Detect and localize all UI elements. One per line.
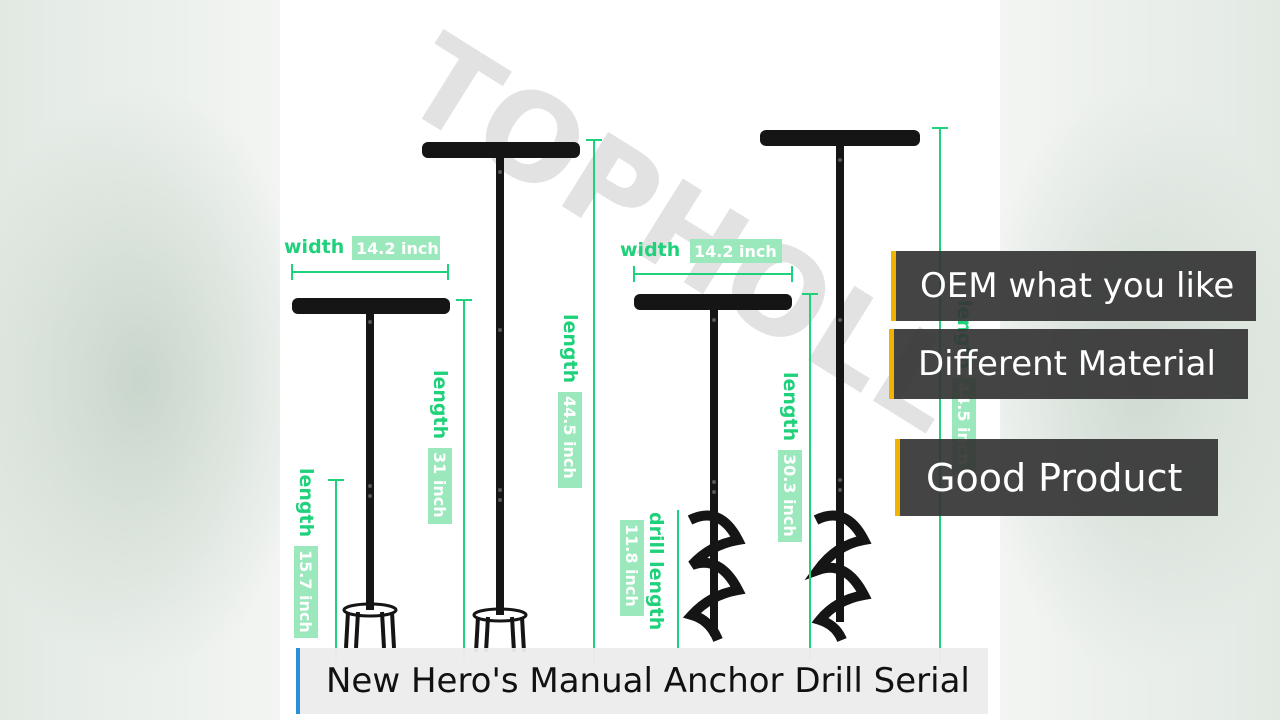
long-length-value: 44.5 inch xyxy=(560,396,579,479)
caption-material: Different Material xyxy=(889,329,1248,399)
video-subtitle-text: New Hero's Manual Anchor Drill Serial xyxy=(326,661,970,701)
caption-good-product-text: Good Product xyxy=(926,455,1183,500)
long-cultivator xyxy=(422,142,580,653)
caption-material-text: Different Material xyxy=(918,344,1216,384)
right-width-value: 14.2 inch xyxy=(694,242,777,261)
short-auger xyxy=(634,294,792,643)
caption-oem: OEM what you like xyxy=(891,251,1256,321)
left-width-tag xyxy=(352,236,440,260)
right-width-tag xyxy=(690,239,782,263)
left-width-value: 14.2 inch xyxy=(356,239,439,258)
short-cultivator xyxy=(292,298,450,649)
drill-length-value: 11.8 inch xyxy=(622,524,641,607)
drill-length-label: drill length xyxy=(645,512,667,630)
product-image: TOPHOLL xyxy=(280,0,1000,720)
mid-length-label: length xyxy=(429,370,451,439)
mid-length-tag xyxy=(428,448,452,524)
left-width-label: width xyxy=(284,236,344,258)
right-mid-length-tag xyxy=(778,450,802,542)
caption-good-product: Good Product xyxy=(895,439,1218,516)
mid-length-value: 31 inch xyxy=(430,452,449,518)
right-width-label: width xyxy=(620,239,680,261)
short-length-value: 15.7 inch xyxy=(296,550,315,633)
video-subtitle: New Hero's Manual Anchor Drill Serial xyxy=(296,648,988,714)
caption-oem-text: OEM what you like xyxy=(920,266,1235,306)
right-mid-length-label: length xyxy=(779,372,801,441)
right-mid-length-value: 30.3 inch xyxy=(780,454,799,537)
long-auger xyxy=(760,130,920,643)
long-length-label: length xyxy=(559,314,581,383)
long-length-tag xyxy=(558,392,582,488)
short-length-label: length xyxy=(295,468,317,537)
drill-length-tag xyxy=(620,520,644,616)
short-length-tag xyxy=(294,546,318,638)
